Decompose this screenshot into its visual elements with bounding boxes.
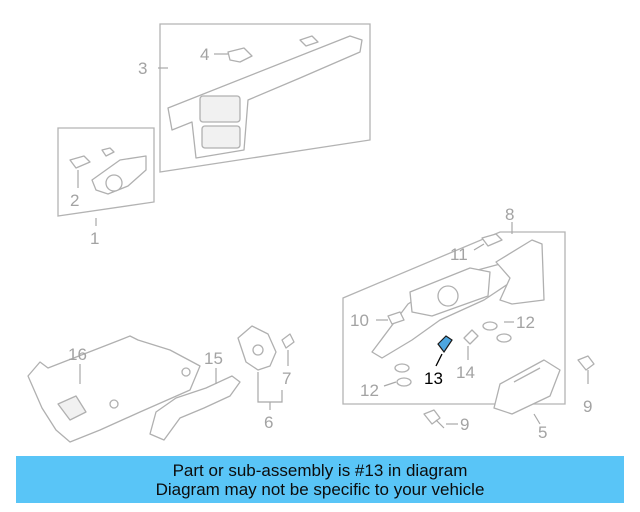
part-9-bolt-right-head	[577, 355, 595, 371]
part-13-highlighted	[437, 335, 453, 354]
part-7-clip	[281, 333, 295, 349]
callout-14: 14	[456, 363, 475, 382]
banner-line-1: Part or sub-assembly is #13 in diagram	[172, 461, 468, 480]
parts-diagram: 3 4 2 1 8 11 10 12 12	[27, 23, 595, 443]
leader-5	[533, 413, 541, 425]
dash-trim-opening-upper	[199, 95, 241, 123]
callout-9-right: 9	[583, 397, 592, 416]
side-trim-assembly: 15	[149, 349, 241, 441]
glovebox-assembly: 5	[493, 359, 561, 442]
dash-trim-clip	[299, 35, 319, 47]
ignition-small-clip	[101, 147, 115, 157]
part-12-grommet-c	[394, 363, 410, 373]
lower-panel-assembly: 8 11 10 12 12 14 13	[342, 205, 566, 405]
part-6-hole	[252, 344, 264, 356]
ignition-ring	[105, 174, 123, 192]
side-trim-panel	[149, 375, 241, 441]
callout-8: 8	[505, 205, 514, 224]
info-banner: Part or sub-assembly is #13 in diagram D…	[16, 456, 624, 503]
glovebox-handle	[513, 367, 541, 383]
part-12-grommet-d	[396, 377, 412, 387]
callout-13: 13	[424, 369, 443, 388]
bolt-parts: 9 9	[423, 355, 595, 434]
part-12-grommet-b	[496, 333, 512, 343]
callout-4: 4	[200, 45, 209, 64]
callout-5: 5	[538, 423, 547, 442]
lower-panel-knob	[437, 285, 459, 307]
part-5-glovebox	[493, 359, 561, 415]
callout-11: 11	[450, 245, 468, 264]
under-panel-hole-a	[109, 399, 119, 409]
ignition-trim-assembly: 2 1	[57, 127, 155, 248]
under-panel-assembly: 16	[27, 335, 201, 443]
callout-10: 10	[350, 311, 369, 330]
callout-16: 16	[68, 345, 87, 364]
callout-15: 15	[204, 349, 223, 368]
part-12-grommet-a	[482, 321, 498, 331]
callout-6: 6	[264, 413, 273, 432]
leader-12b	[383, 381, 397, 387]
callout-9-left: 9	[460, 415, 469, 434]
part-14-clip	[463, 329, 479, 345]
callout-2: 2	[70, 191, 79, 210]
leader-13	[435, 353, 443, 367]
dash-trim-assembly: 3 4	[138, 23, 371, 173]
leader-6-bracket	[257, 372, 283, 403]
part-9-bolt-left-shank	[435, 419, 445, 429]
callout-12a: 12	[516, 313, 535, 332]
part-4-clip	[227, 47, 253, 63]
part-2-clip	[69, 155, 91, 169]
ignition-trim-box	[57, 127, 155, 217]
callout-3: 3	[138, 59, 147, 78]
part-10-clip	[387, 311, 405, 325]
part-11-clip	[481, 233, 503, 247]
dash-trim-opening-lower	[201, 125, 241, 149]
lower-panel-side	[495, 239, 545, 305]
bracket-assembly: 7 6	[237, 325, 295, 432]
banner-line-2: Diagram may not be specific to your vehi…	[155, 480, 485, 499]
lower-panel-box	[342, 231, 566, 405]
callout-7: 7	[282, 369, 291, 388]
under-panel-recess	[57, 395, 87, 421]
leader-11	[473, 243, 485, 251]
callout-12b: 12	[360, 381, 379, 400]
dash-trim-panel	[167, 35, 363, 159]
under-panel-hole-b	[181, 367, 191, 377]
dash-trim-box	[159, 23, 371, 173]
callout-1: 1	[90, 229, 99, 248]
